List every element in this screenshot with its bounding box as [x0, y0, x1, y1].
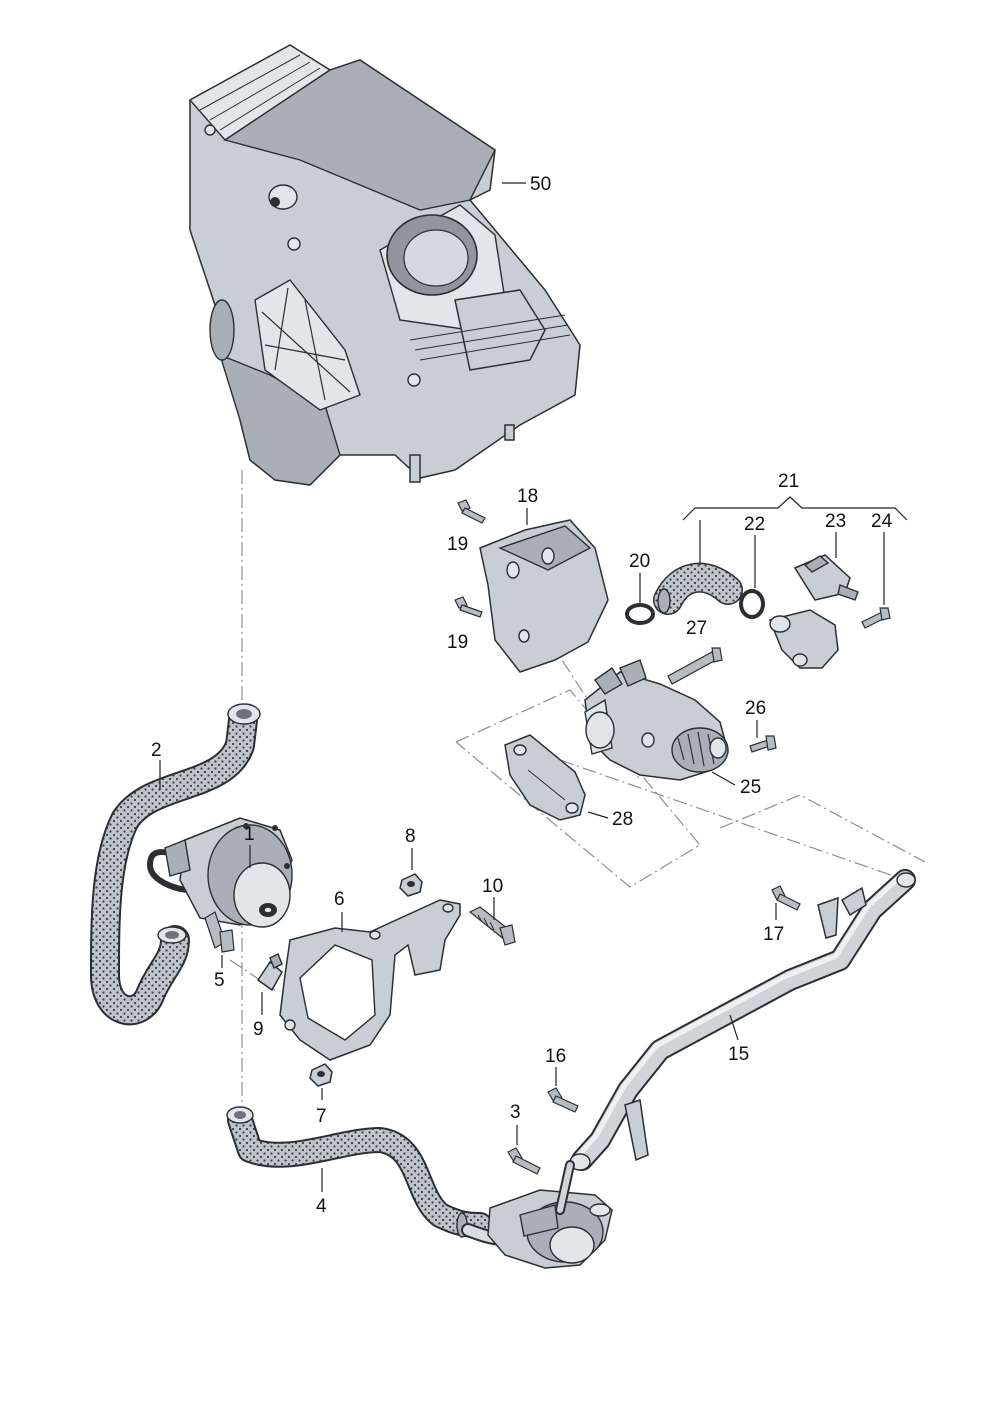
callout-26: 26 [745, 698, 766, 738]
air-filter-housing [188, 44, 581, 486]
combination-valve-25 [584, 659, 729, 781]
callout-3: 3 [510, 1102, 521, 1145]
callout-label: 25 [740, 777, 761, 798]
callout-label: 27 [686, 618, 707, 639]
bolt-27 [667, 647, 723, 685]
callout-label: 16 [545, 1046, 566, 1067]
callout-24: 24 [871, 511, 893, 605]
callout-15: 15 [728, 1014, 749, 1065]
callout-label: 19 [447, 632, 468, 653]
bolt-24 [861, 607, 891, 629]
callout-label: 17 [763, 924, 784, 945]
heat-shield [479, 519, 609, 673]
callout-label: 8 [405, 826, 416, 847]
callout-label: 19 [447, 534, 468, 555]
callout-label: 15 [728, 1044, 749, 1065]
callout-label: 6 [334, 889, 345, 910]
clip-9 [256, 953, 283, 992]
pipe-15 [569, 869, 916, 1171]
callout-label: 20 [629, 551, 650, 572]
callout-label: 21 [778, 471, 799, 492]
callout-28: 28 [587, 809, 633, 830]
hose-clamp-20 [625, 603, 655, 625]
callout-25: 25 [711, 771, 761, 798]
callout-2: 2 [151, 740, 162, 790]
callout-8: 8 [405, 826, 416, 870]
hose-clamp-22 [739, 589, 765, 619]
callout-label: 2 [151, 740, 162, 761]
bolt-19-upper [457, 499, 486, 524]
callout-label: 22 [744, 514, 765, 535]
stud-10 [468, 906, 516, 946]
callout-6: 6 [334, 889, 345, 932]
callout-17: 17 [763, 903, 784, 945]
callout-label: 24 [871, 511, 893, 532]
callout-21: 21 [682, 471, 908, 521]
nut-8 [399, 873, 423, 897]
callout-5: 5 [214, 955, 225, 991]
callout-22: 22 [744, 514, 765, 588]
bolt-17 [771, 885, 801, 911]
callout-10: 10 [482, 876, 503, 920]
bolt-16 [547, 1087, 579, 1113]
callout-label: 3 [510, 1102, 521, 1123]
callout-label: 26 [745, 698, 766, 719]
callout-label: 10 [482, 876, 503, 897]
callout-19-upper: 19 [447, 534, 468, 555]
callout-16: 16 [545, 1046, 566, 1086]
callout-1: 1 [244, 824, 255, 868]
callout-23: 23 [825, 511, 846, 558]
callout-label: 1 [244, 824, 255, 845]
bracket-6 [279, 899, 461, 1061]
bolt-19-lower [454, 596, 483, 618]
gasket-28 [504, 734, 586, 821]
bolt-26 [749, 735, 777, 753]
callout-27: 27 [686, 618, 707, 639]
callout-label: 9 [253, 1019, 264, 1040]
pressure-sensor-23 [793, 554, 859, 601]
callout-label: 28 [612, 809, 633, 830]
flange-21 [768, 609, 839, 669]
callout-20: 20 [629, 551, 650, 603]
bolt-3 [507, 1147, 541, 1175]
hose-4 [226, 1106, 493, 1238]
callout-label: 5 [214, 970, 225, 991]
callout-7: 7 [316, 1088, 327, 1127]
callout-label: 7 [316, 1106, 327, 1127]
callout-19-lower: 19 [447, 632, 468, 653]
callout-label: 4 [316, 1196, 327, 1217]
hose-21 [653, 562, 743, 615]
callout-18: 18 [517, 486, 538, 525]
secondary-air-pump-1 [147, 817, 293, 928]
callout-9: 9 [253, 992, 264, 1040]
callout-label: 18 [517, 486, 538, 507]
callout-4: 4 [316, 1168, 327, 1217]
lower-combination-valve [461, 1160, 613, 1269]
callout-50: 50 [502, 174, 551, 195]
nut-7 [309, 1063, 333, 1087]
callout-label: 23 [825, 511, 846, 532]
hose-2 [90, 703, 261, 1026]
stud-5 [204, 911, 235, 953]
callout-label: 50 [530, 174, 551, 195]
